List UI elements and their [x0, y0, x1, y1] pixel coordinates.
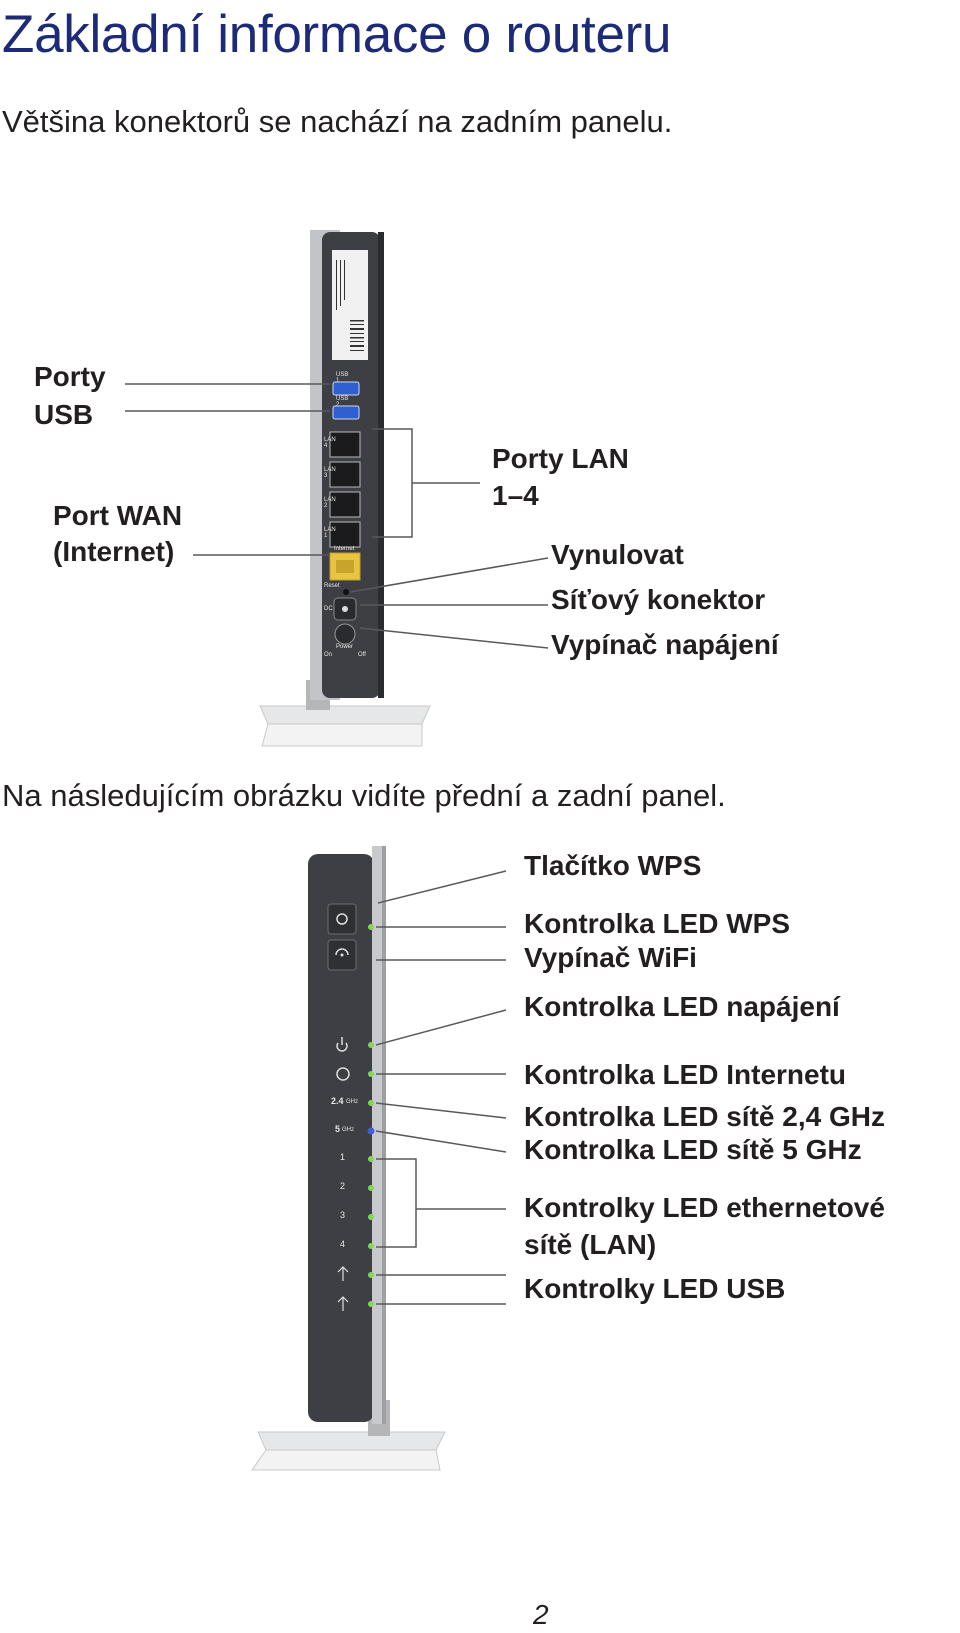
label-usb-leds: Kontrolky LED USB: [524, 1273, 786, 1304]
port4-text: 4: [340, 1239, 346, 1249]
label-wps-button: Tlačítko WPS: [524, 850, 702, 881]
label-led-24ghz: Kontrolka LED sítě 2,4 GHz: [524, 1101, 885, 1132]
power-text: Power: [336, 644, 354, 650]
off-text: Off: [358, 652, 366, 658]
internet-text: Internet: [334, 546, 355, 552]
label-internet-led: Kontrolka LED Internetu: [524, 1059, 847, 1090]
label-wan-port-line1: Port WAN: [53, 500, 183, 531]
label-reset: Vynulovat: [551, 539, 684, 570]
front-callout-lines: [375, 870, 507, 1305]
label-power-switch: Vypínač napájení: [551, 629, 779, 660]
band5-text: 5: [335, 1124, 341, 1134]
label-wan-port-line2: (Internet): [53, 536, 175, 567]
lan4-text: LAN 4: [324, 437, 336, 449]
label-led-5ghz: Kontrolka LED sítě 5 GHz: [524, 1134, 862, 1165]
label-lan-ports-line1: Porty LAN: [492, 443, 629, 474]
intro-front-panel: Na následujícím obrázku vidíte přední a …: [2, 778, 726, 813]
port1-text: 1: [340, 1152, 346, 1162]
usb1-text: USB 1: [336, 372, 349, 384]
band5-unit-text: GHz: [342, 1127, 354, 1133]
on-text: On: [324, 652, 333, 658]
band24-text: 2.4: [331, 1096, 344, 1106]
label-lan-leds-line1: Kontrolky LED ethernetové: [524, 1192, 885, 1223]
port2-text: 2: [340, 1181, 346, 1191]
label-wifi-switch: Vypínač WiFi: [524, 942, 697, 973]
port3-text: 3: [340, 1210, 346, 1220]
label-usb-ports-line1: Porty: [34, 361, 106, 392]
dc-text: DC: [324, 606, 333, 612]
label-usb-ports-line2: USB: [34, 399, 94, 430]
label-lan-ports-line2: 1–4: [492, 480, 539, 511]
front-router-body: [308, 846, 386, 1424]
back-router-body: [310, 230, 384, 700]
page-title: Základní informace o routeru: [2, 5, 672, 64]
band24-unit-text: GHz: [346, 1099, 358, 1105]
label-wps-led: Kontrolka LED WPS: [524, 908, 791, 939]
back-stand: [259, 680, 431, 747]
intro-back-panel: Většina konektorů se nachází na zadním p…: [2, 104, 673, 139]
back-callout-lines: [125, 383, 549, 649]
page-number: 2: [533, 1599, 549, 1630]
front-stand: [251, 1400, 446, 1471]
label-power-led: Kontrolka LED napájení: [524, 991, 840, 1022]
label-power-connector: Síťový konektor: [551, 584, 766, 615]
reset-text: Reset: [324, 583, 340, 589]
lan2-text: LAN 2: [324, 497, 336, 509]
lan3-text: LAN 3: [324, 467, 336, 479]
usb2-text: USB 2: [336, 396, 349, 408]
label-lan-leds-line2: sítě (LAN): [524, 1229, 657, 1260]
lan1-text: LAN 1: [324, 527, 336, 539]
